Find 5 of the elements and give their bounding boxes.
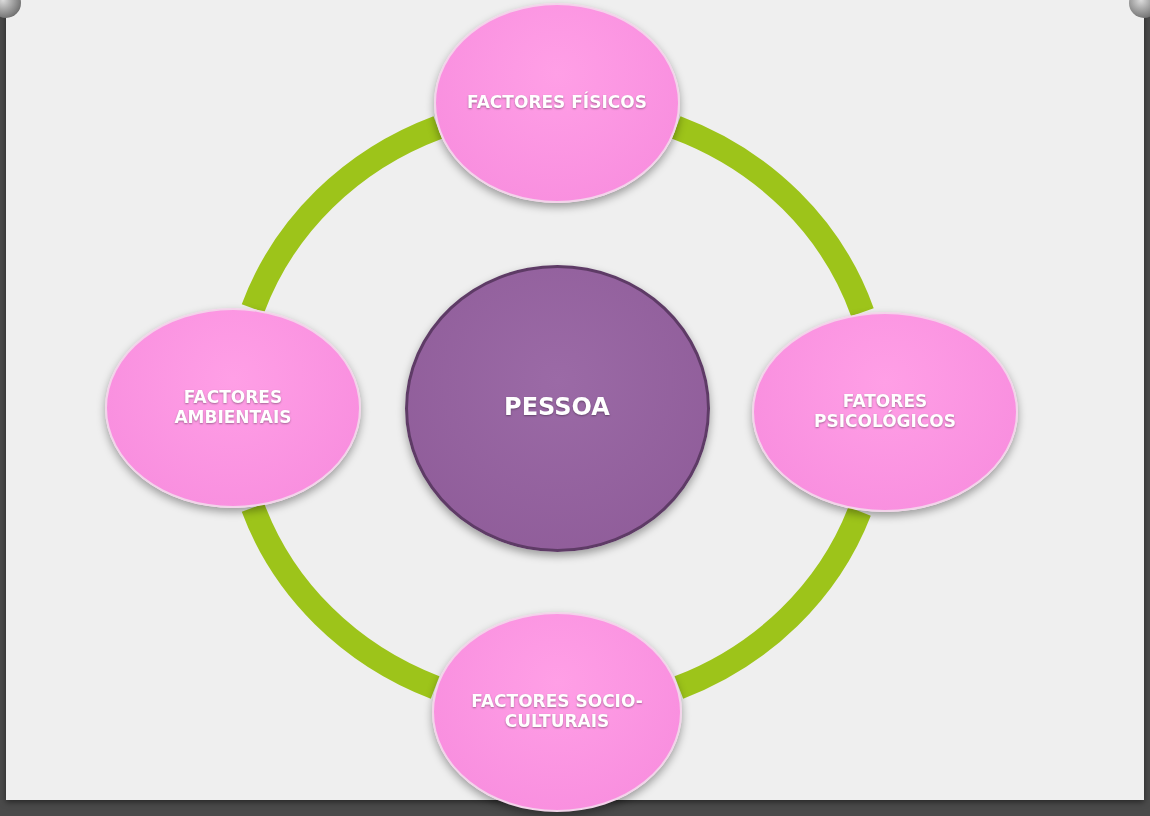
node-label: FATORES PSICOLÓGICOS <box>812 392 958 432</box>
node-label: PESSOA <box>504 394 610 422</box>
node-label: FACTORES SOCIO-CULTURAIS <box>470 692 644 732</box>
node-label: FACTORES FÍSICOS <box>467 93 647 113</box>
node-label: FACTORES AMBIENTAIS <box>173 388 293 428</box>
